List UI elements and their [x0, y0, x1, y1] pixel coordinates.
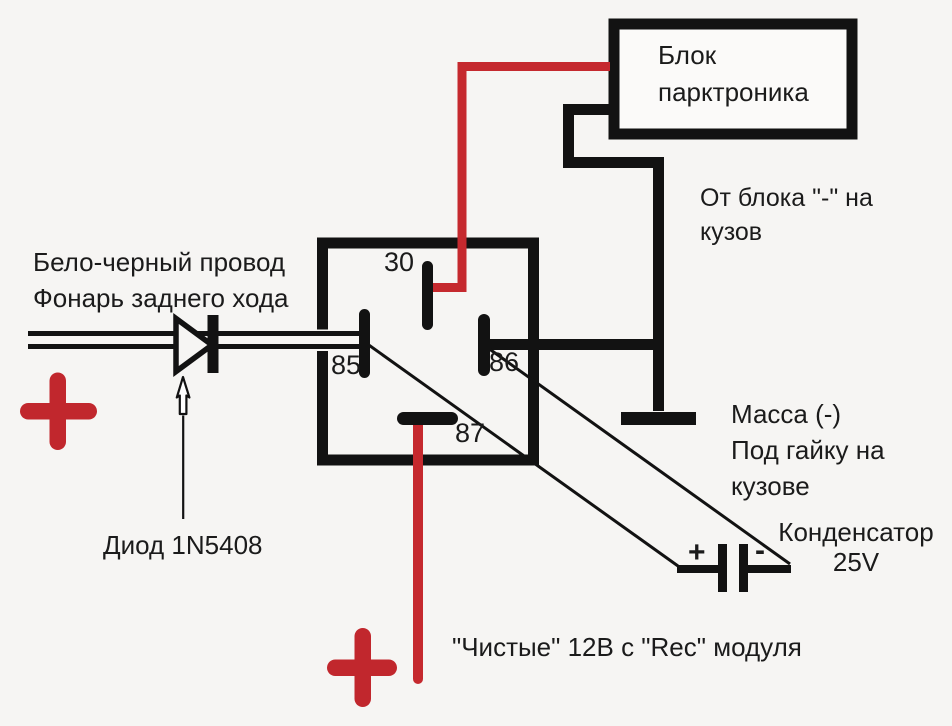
- red-wire-parktronic-to-pin30: [430, 62, 610, 292]
- label-capacitor-minus: -: [755, 534, 765, 567]
- pin-85-bar: [359, 309, 370, 378]
- plus-bottom-vbar: [354, 628, 371, 707]
- label-line: парктроника: [658, 77, 809, 107]
- label-line: кузове: [731, 471, 810, 501]
- capacitor-lead-from-pin85: [365, 341, 679, 568]
- diode-cathode-bar: [207, 315, 219, 373]
- label-line: Под гайку на: [731, 435, 885, 465]
- label-line: От блока "-" на: [700, 184, 873, 212]
- pin-30-bar: [422, 261, 433, 330]
- label-reverse-lamp-wire: Бело-черный провод Фонарь заднего хода: [33, 244, 288, 316]
- relay-body: [317, 237, 539, 466]
- label-capacitor: Конденсатор 25V: [776, 517, 936, 577]
- label-ground: Масса (-) Под гайку на кузове: [731, 396, 885, 504]
- capacitor-plate-plus: [718, 544, 727, 592]
- label-line: 25V: [832, 547, 880, 577]
- diode-pointer-arrow-icon: [175, 375, 191, 416]
- plus-left-vbar: [49, 372, 66, 450]
- plus-12v-bottom-icon: [327, 628, 397, 707]
- label-line: Бело-черный провод: [33, 247, 286, 277]
- plus-12v-left-icon: [20, 372, 97, 450]
- label-from-block-to-body: От блока "-" на кузов: [700, 181, 873, 249]
- pin-87-bar: [397, 412, 458, 425]
- diode-triangle: [173, 313, 217, 377]
- label-pin-86: 86: [489, 347, 520, 377]
- capacitor-lead-from-pin86: [487, 346, 791, 566]
- label-pin-85: 85: [331, 350, 362, 380]
- label-clean-12v: "Чистые" 12В с "Rec" модуля: [452, 632, 802, 662]
- label-parktronic-block: Блок парктроника: [658, 37, 809, 111]
- label-capacitor-plus: +: [688, 536, 706, 569]
- ground-wire: [563, 104, 664, 411]
- pin-86-bar: [478, 314, 490, 376]
- label-line: Блок: [658, 40, 717, 70]
- label-diode: Диод 1N5408: [103, 530, 263, 560]
- label-line: кузов: [700, 218, 763, 246]
- label-pin-30: 30: [384, 247, 415, 277]
- parktronic-block-box: [608, 18, 858, 140]
- label-line: Фонарь заднего хода: [33, 283, 289, 313]
- label-line: Масса (-): [731, 399, 842, 429]
- label-line: Конденсатор: [778, 517, 934, 547]
- label-pin-87: 87: [455, 418, 486, 448]
- capacitor-plate-minus: [739, 544, 748, 592]
